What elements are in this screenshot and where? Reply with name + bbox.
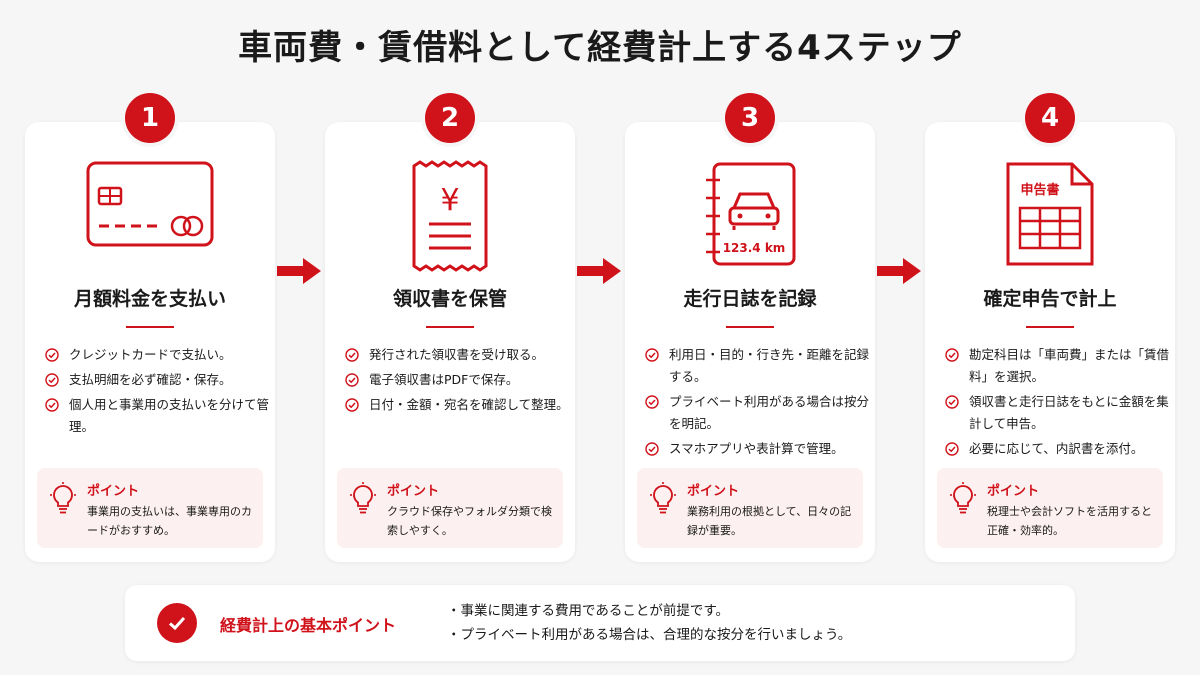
point-box: ポイント 税理士や会計ソフトを活用すると正確・効率的。 (937, 468, 1163, 548)
step-checklist: 発行された領収書を受け取る。 電子領収書はPDFで保存。 日付・金額・宛名を確認… (345, 344, 570, 419)
step-title: 領収書を保管 (392, 288, 507, 310)
credit-card-icon (85, 160, 215, 254)
lightbulb-icon (350, 482, 376, 514)
point-text: クラウド保存やフォルダ分類で検索しやすく。 (387, 505, 552, 537)
check-circle-icon (345, 373, 359, 387)
check-circle-icon (945, 348, 959, 362)
title-underline (126, 326, 174, 328)
footer-notes: ・事業に関連する費用であることが前提です。 ・プライベート利用がある場合は、合理… (447, 599, 851, 647)
point-label: ポイント (687, 484, 740, 499)
check-circle-icon (45, 348, 59, 362)
step-checklist: 勘定科目は「車両費」または「賃借料」を選択。 領収書と走行日誌をもとに金額を集計… (945, 344, 1170, 463)
point-text: 事業用の支払いは、事業専用のカードがおすすめ。 (87, 505, 252, 537)
receipt-symbol: ¥ (440, 183, 459, 218)
footer-label: 経費計上の基本ポイント (220, 616, 397, 635)
list-item: プライベート利用がある場合は按分を明記。 (645, 391, 870, 435)
summary-footer: 経費計上の基本ポイント ・事業に関連する費用であることが前提です。 ・プライベー… (125, 585, 1075, 661)
step-checklist: クレジットカードで支払い。 支払明細を必ず確認・保存。 個人用と事業用の支払いを… (45, 344, 270, 441)
point-label: ポイント (387, 484, 440, 499)
logbook-car-icon: 123.4 km (700, 160, 800, 274)
check-circle-icon (345, 398, 359, 412)
check-circle-icon (45, 398, 59, 412)
step-number-badge: 1 (125, 93, 175, 143)
arrow-right-icon (277, 258, 321, 284)
check-circle-icon (45, 373, 59, 387)
title-underline (426, 326, 474, 328)
list-item: 個人用と事業用の支払いを分けて管理。 (45, 394, 270, 438)
check-icon (157, 603, 197, 643)
list-item: 利用日・目的・行き先・距離を記録する。 (645, 344, 870, 388)
list-item: 日付・金額・宛名を確認して整理。 (345, 394, 570, 416)
title-underline (1026, 326, 1074, 328)
step-number-badge: 3 (725, 93, 775, 143)
check-circle-icon (945, 395, 959, 409)
list-item: 電子領収書はPDFで保存。 (345, 369, 570, 391)
title-underline (726, 326, 774, 328)
check-circle-icon (345, 348, 359, 362)
list-item: 発行された領収書を受け取る。 (345, 344, 570, 366)
step-card-3: 123.4 km 走行日誌を記録 利用日・目的・行き先・距離を記録する。 プライ… (625, 122, 875, 562)
step-card-4: 申告書 確定申告で計上 勘定科目は「車両費」または「賃借料」を選択。 領収書と走… (925, 122, 1175, 562)
tax-return-document-icon: 申告書 (1000, 160, 1100, 274)
point-box: ポイント クラウド保存やフォルダ分類で検索しやすく。 (337, 468, 563, 548)
point-box: ポイント 事業用の支払いは、事業専用のカードがおすすめ。 (37, 468, 263, 548)
step-title: 月額料金を支払い (73, 288, 226, 310)
step-checklist: 利用日・目的・行き先・距離を記録する。 プライベート利用がある場合は按分を明記。… (645, 344, 870, 463)
check-circle-icon (645, 348, 659, 362)
point-box: ポイント 業務利用の根拠として、日々の記録が重要。 (637, 468, 863, 548)
lightbulb-icon (650, 482, 676, 514)
page-title: 車両費・賃借料として経費計上する4ステップ (238, 28, 962, 68)
logbook-distance: 123.4 km (723, 241, 786, 255)
list-item: 勘定科目は「車両費」または「賃借料」を選択。 (945, 344, 1170, 388)
list-item: 必要に応じて、内訳書を添付。 (945, 438, 1170, 460)
arrow-right-icon (877, 258, 921, 284)
point-label: ポイント (87, 484, 140, 499)
point-text: 税理士や会計ソフトを活用すると正確・効率的。 (987, 505, 1152, 537)
list-item: ・事業に関連する費用であることが前提です。 (447, 603, 730, 619)
step-number-badge: 2 (425, 93, 475, 143)
list-item: 領収書と走行日誌をもとに金額を集計して申告。 (945, 391, 1170, 435)
step-card-1: 月額料金を支払い クレジットカードで支払い。 支払明細を必ず確認・保存。 個人用… (25, 122, 275, 562)
check-circle-icon (645, 442, 659, 456)
list-item: 支払明細を必ず確認・保存。 (45, 369, 270, 391)
arrow-right-icon (577, 258, 621, 284)
step-number-badge: 4 (1025, 93, 1075, 143)
check-circle-icon (645, 395, 659, 409)
point-label: ポイント (987, 484, 1040, 499)
step-card-2: ¥ 領収書を保管 発行された領収書を受け取る。 電子領収書はPDFで保存。 日付… (325, 122, 575, 562)
list-item: スマホアプリや表計算で管理。 (645, 438, 870, 460)
list-item: ・プライベート利用がある場合は、合理的な按分を行いましょう。 (447, 627, 852, 643)
list-item: クレジットカードで支払い。 (45, 344, 270, 366)
lightbulb-icon (50, 482, 76, 514)
receipt-icon: ¥ (405, 160, 495, 276)
document-label: 申告書 (1020, 182, 1059, 198)
point-text: 業務利用の根拠として、日々の記録が重要。 (687, 505, 852, 537)
step-title: 走行日誌を記録 (683, 288, 817, 310)
check-circle-icon (945, 442, 959, 456)
step-title: 確定申告で計上 (983, 288, 1117, 310)
lightbulb-icon (950, 482, 976, 514)
